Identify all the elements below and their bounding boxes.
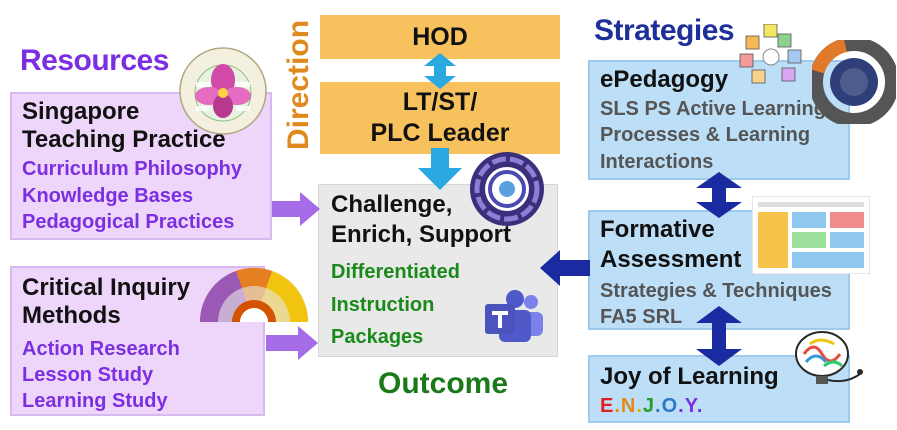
enjoy-char: . — [655, 395, 662, 417]
cim-item-lesson-study: Lesson Study — [22, 364, 154, 386]
stp-title-line-2: Teaching Practice — [22, 126, 226, 153]
stp-item-knowledge: Knowledge Bases — [22, 185, 194, 207]
cer-item-instruction: Instruction — [331, 294, 435, 316]
orchid-framework-icon — [179, 47, 267, 135]
resources-to-outcome-arrow — [272, 192, 320, 226]
cim-title-line-1: Critical Inquiry — [22, 274, 191, 301]
fa-title-line-1: Formative — [600, 216, 715, 243]
cim-title-line-2: Methods — [22, 302, 121, 329]
joy-of-learning-box: Joy of Learning E.N.J.O.Y. — [588, 355, 850, 423]
fa-title-line-2: Assessment — [600, 246, 742, 273]
resources-heading: Resources — [20, 44, 169, 77]
formative-joy-double-arrow — [696, 306, 742, 366]
joy-title: Joy of Learning — [600, 363, 779, 390]
leader-line-2: PLC Leader — [370, 119, 510, 147]
epedagogy-line-1: SLS PS Active Learning — [600, 98, 826, 120]
enjoy-char: O — [661, 395, 679, 417]
stp-item-curriculum: Curriculum Philosophy — [22, 158, 243, 180]
inquiry-to-outcome-arrow — [266, 326, 318, 360]
epedagogy-line-2: Processes & Learning — [600, 124, 811, 146]
enjoy-acronym: E.N.J.O.Y. — [600, 395, 703, 418]
epedagogy-line-3: Interactions — [600, 151, 714, 173]
hod-label: HOD — [412, 23, 468, 51]
teams-icon — [485, 290, 543, 342]
cer-title-line-2: Enrich, Support — [331, 221, 511, 248]
enjoy-char: N — [620, 395, 637, 417]
hod-leader-double-arrow — [424, 53, 456, 89]
brain-bulb-icon — [795, 331, 863, 384]
outcome-heading: Outcome — [378, 367, 509, 400]
epedagogy-formative-double-arrow — [696, 172, 742, 218]
epedagogy-box: ePedagogy SLS PS Active Learning Process… — [588, 60, 850, 180]
plc-leader-box: LT/ST/ PLC Leader — [320, 82, 560, 154]
strategies-to-outcome-arrow — [540, 250, 590, 286]
enjoy-char: . — [636, 395, 643, 417]
stp-item-pedagogical: Pedagogical Practices — [22, 211, 235, 233]
inquiry-cycle-icon — [199, 267, 309, 322]
enjoy-char: . — [696, 395, 704, 417]
process-ring-icon — [812, 40, 896, 124]
elements-blocks-icon — [739, 24, 802, 84]
stp-title-line-1: Singapore — [22, 98, 140, 125]
direction-heading: Direction — [282, 19, 315, 150]
leader-line-1: LT/ST/ — [402, 88, 478, 116]
enjoy-char: . — [614, 395, 621, 417]
enjoy-char: Y — [684, 395, 697, 417]
learning-model-circle-icon — [470, 152, 544, 226]
strategies-heading: Strategies — [594, 14, 735, 47]
enjoy-char: J — [642, 395, 656, 417]
epedagogy-title: ePedagogy — [600, 66, 729, 93]
leader-to-outcome-arrow — [418, 148, 462, 190]
cer-title-line-1: Challenge, — [331, 191, 453, 218]
cim-item-action-research: Action Research — [22, 338, 180, 360]
enjoy-char: E — [600, 395, 615, 417]
cer-item-differentiated: Differentiated — [331, 261, 460, 283]
cim-item-learning-study: Learning Study — [22, 390, 168, 412]
fa-line-2: FA5 SRL — [600, 306, 683, 328]
fa-line-1: Strategies & Techniques — [600, 280, 832, 302]
cer-item-packages: Packages — [331, 326, 424, 348]
enjoy-char: . — [678, 395, 685, 417]
assessment-grid-icon — [752, 196, 870, 274]
hod-box: HOD — [320, 15, 560, 59]
